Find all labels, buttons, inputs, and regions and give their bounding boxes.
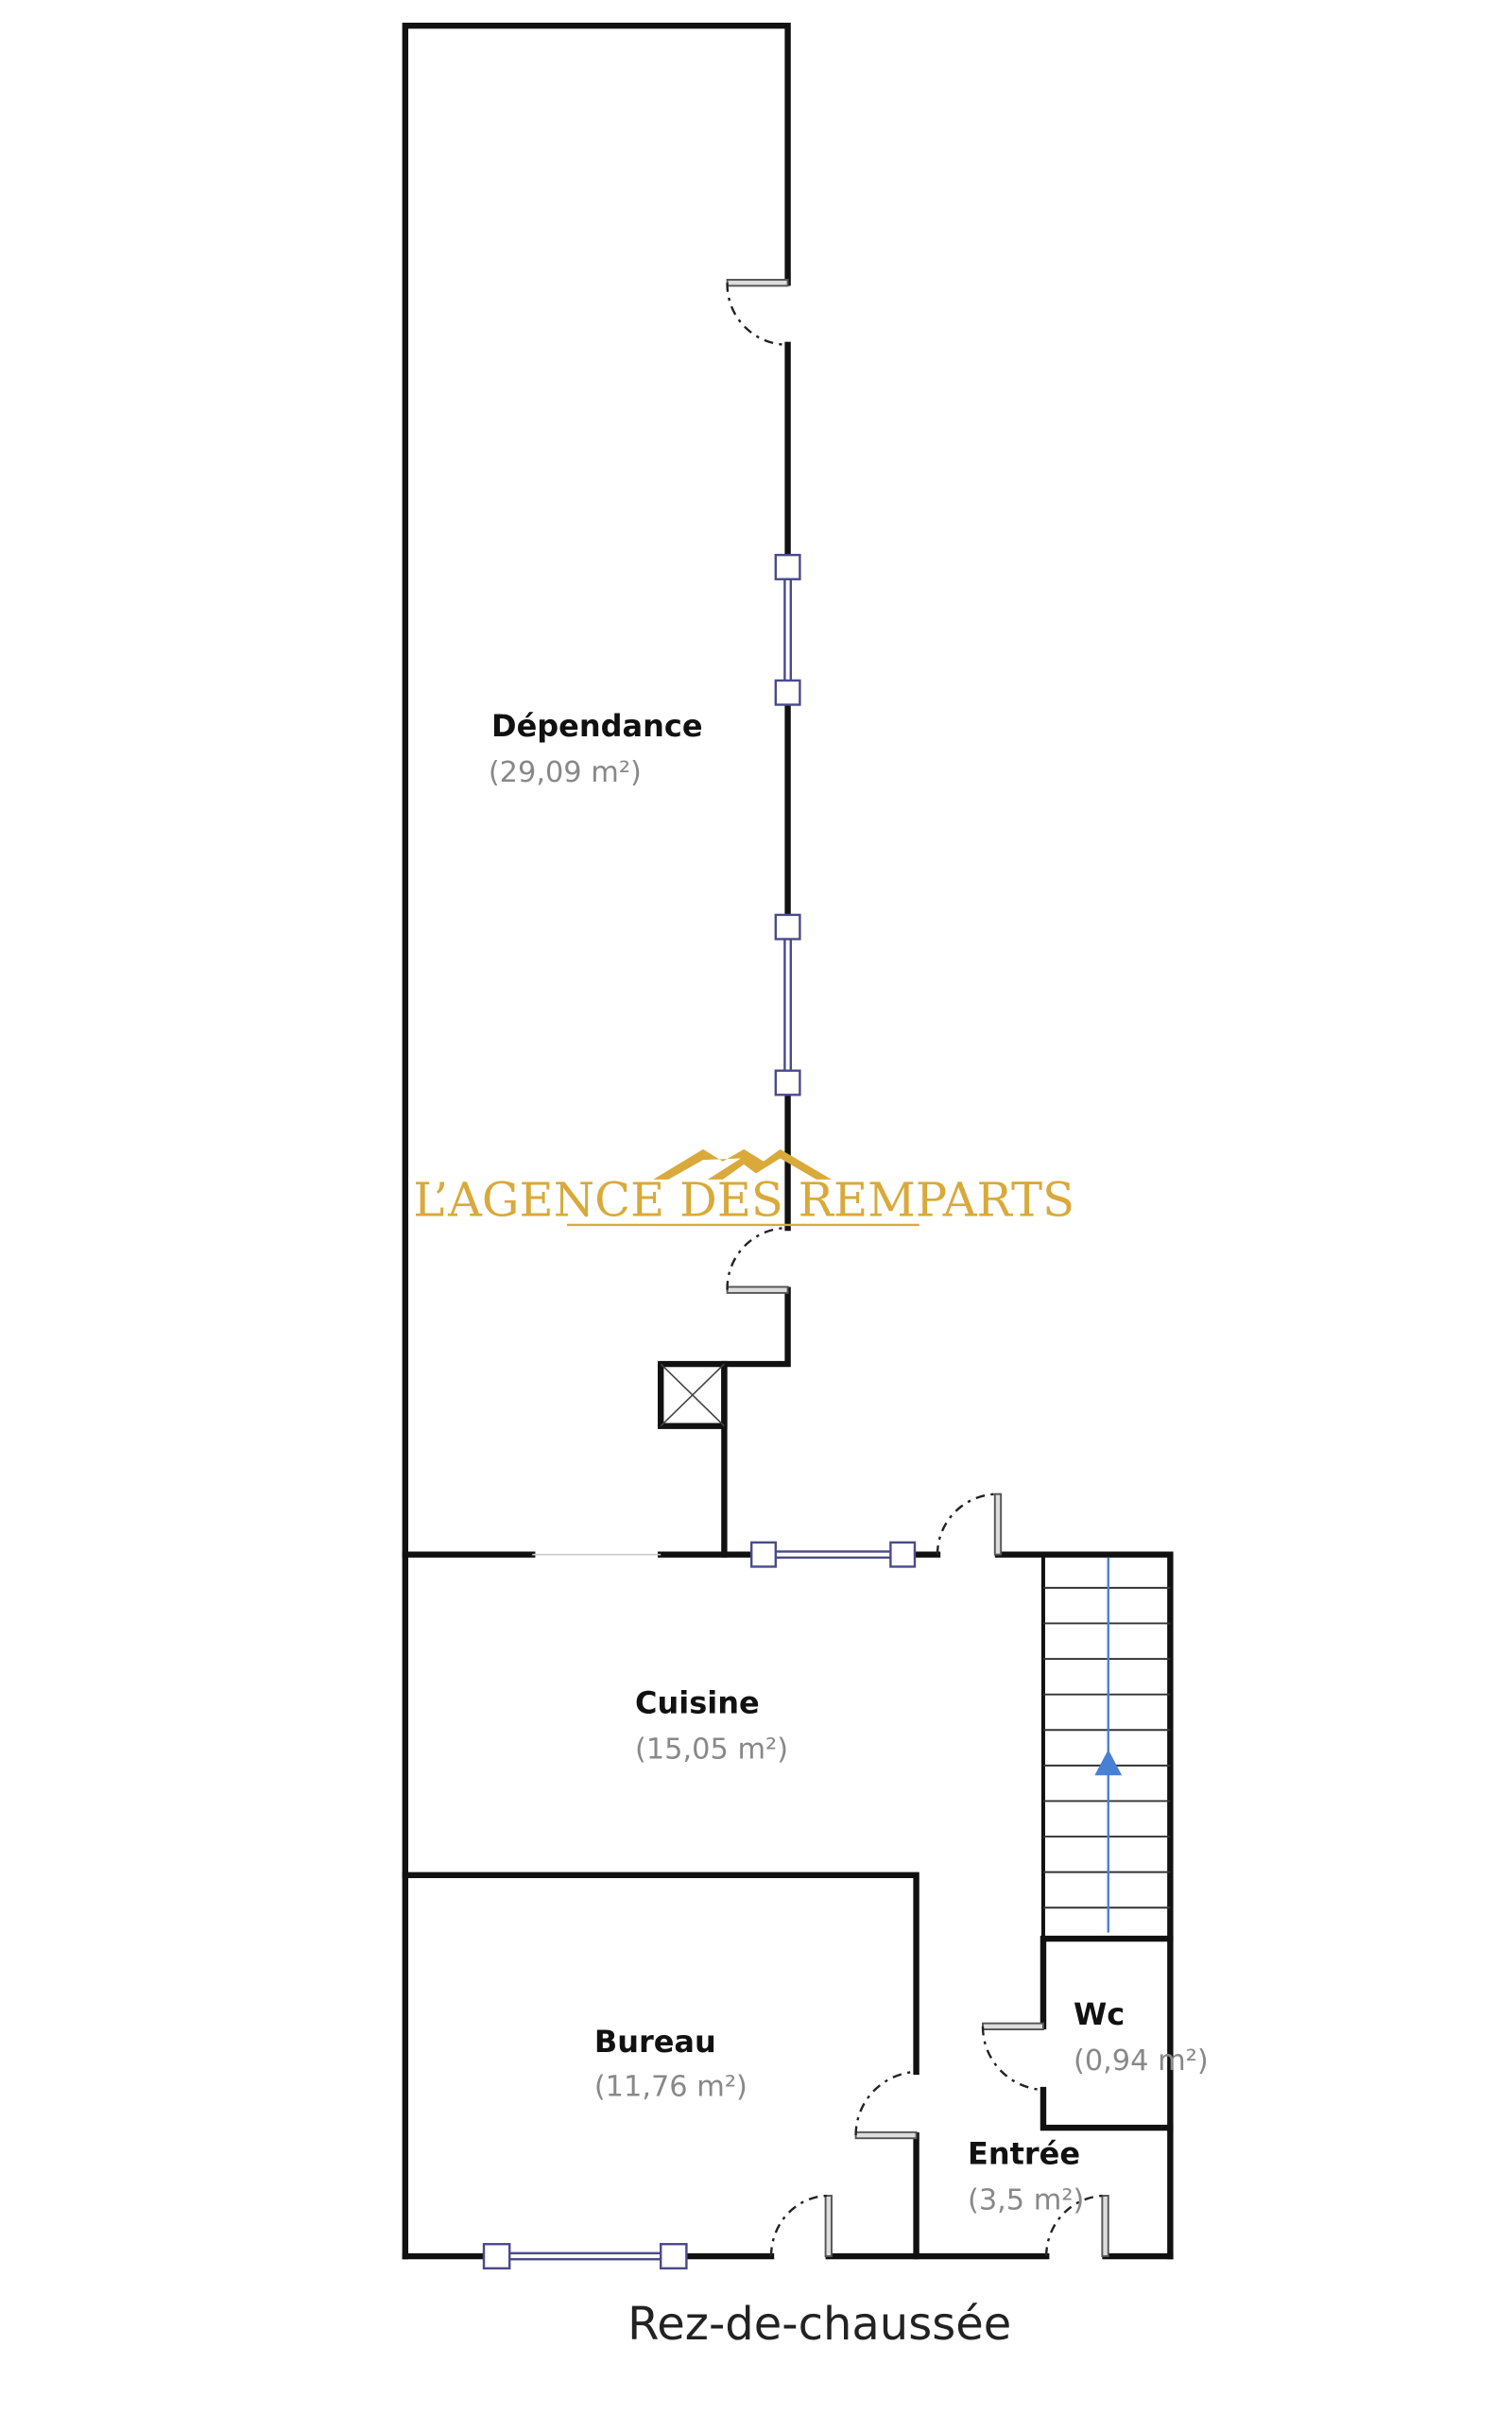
room-name: Entrée	[968, 2135, 1080, 2171]
room-cuisine: Cuisine (15,05 m²)	[635, 1685, 788, 1767]
room-entree: Entrée (3,5 m²)	[968, 2135, 1084, 2217]
floor-caption: Rez-de-chaussée	[627, 2298, 1011, 2351]
room-name: Dépendance	[491, 708, 703, 744]
doors	[726, 279, 1109, 2257]
room-name: Wc	[1074, 1996, 1125, 2032]
room-area: (11,76 m²)	[594, 2070, 747, 2103]
windows	[482, 553, 917, 2270]
room-area: (0,94 m²)	[1074, 2044, 1209, 2078]
chimney-duct	[658, 1360, 728, 1429]
agency-logo-watermark: L’AGENCE DES REMPARTS	[413, 1148, 1074, 1227]
staircase	[1040, 1552, 1171, 1941]
room-bureau: Bureau (11,76 m²)	[594, 2024, 747, 2103]
room-dependance: Dépendance (29,09 m²)	[489, 708, 703, 789]
room-area: (3,5 m²)	[968, 2183, 1084, 2217]
logo-text: L’AGENCE DES REMPARTS	[413, 1172, 1074, 1227]
room-wc: Wc (0,94 m²)	[1074, 1996, 1209, 2078]
room-area: (29,09 m²)	[489, 756, 642, 789]
arrow-up-icon	[1094, 1750, 1123, 1776]
room-name: Bureau	[594, 2024, 716, 2060]
room-name: Cuisine	[635, 1685, 760, 1721]
walls	[402, 22, 1174, 2260]
room-area: (15,05 m²)	[635, 1734, 788, 1767]
